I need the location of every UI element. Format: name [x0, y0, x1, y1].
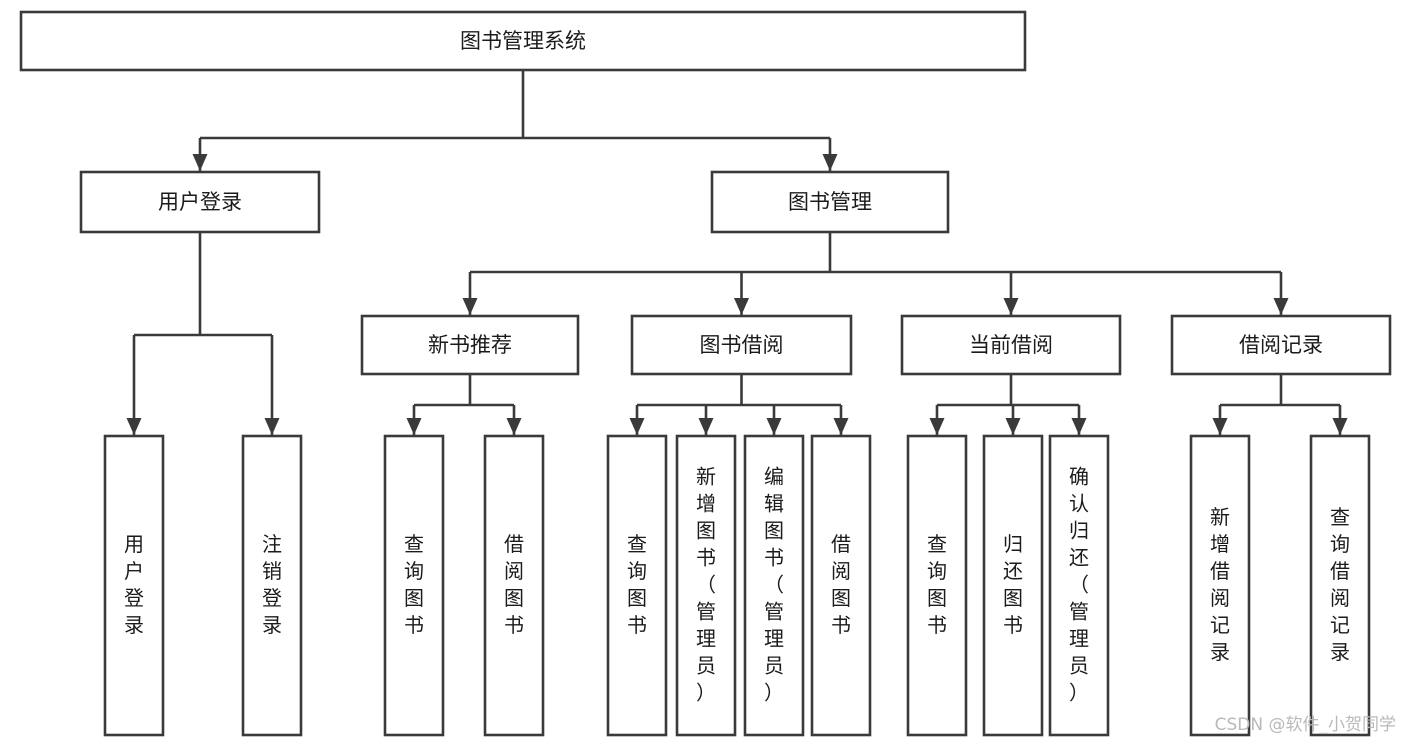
node-box-book-manage[interactable] — [710, 170, 950, 234]
node-leaf-confirm-return-admin[interactable]: 确认归还（管理员） — [1048, 434, 1110, 737]
node-label-leaf-confirm-return-admin: 确认归还（管理员） — [1069, 464, 1089, 704]
edge-from-root — [192, 70, 838, 171]
arrow-head-icon — [698, 418, 714, 435]
node-new-book-recommend[interactable]: 新书推荐 — [360, 314, 580, 376]
node-label-leaf-query-book-borrow: 查询图书 — [627, 532, 647, 637]
arrow-head-icon — [734, 298, 749, 315]
node-label-new-book-recommend: 新书推荐 — [428, 333, 512, 357]
node-leaf-edit-book-admin[interactable]: 编辑图书（管理员） — [743, 434, 805, 737]
node-label-borrow-record: 借阅记录 — [1239, 333, 1323, 357]
arrow-head-icon — [1071, 418, 1087, 435]
node-root[interactable]: 图书管理系统 — [19, 10, 1027, 72]
arrow-head-icon — [833, 418, 849, 435]
node-label-leaf-add-borrow-record: 新增借阅记录 — [1210, 505, 1230, 664]
node-leaf-query-book-rec[interactable]: 查询图书 — [383, 434, 445, 737]
node-box-leaf-confirm-return-admin[interactable] — [1048, 434, 1110, 737]
node-box-root[interactable] — [19, 10, 1027, 72]
arrow-head-icon — [1005, 418, 1021, 435]
node-label-leaf-user-login: 用户登录 — [124, 532, 144, 637]
node-label-leaf-query-book-rec: 查询图书 — [404, 532, 424, 637]
arrow-head-icon — [929, 418, 945, 435]
node-box-borrow-record[interactable] — [1170, 314, 1392, 376]
node-box-leaf-query-borrow-record[interactable] — [1309, 434, 1371, 737]
node-box-leaf-add-book-admin[interactable] — [675, 434, 737, 737]
node-box-leaf-add-borrow-record[interactable] — [1189, 434, 1251, 737]
node-leaf-add-book-admin[interactable]: 新增图书（管理员） — [675, 434, 737, 737]
arrow-head-icon — [822, 154, 838, 171]
edge-from-new-book-recommend — [406, 374, 522, 435]
arrow-head-icon — [1212, 418, 1228, 435]
node-box-new-book-recommend[interactable] — [360, 314, 580, 376]
node-book-borrow[interactable]: 图书借阅 — [630, 314, 853, 376]
node-box-leaf-query-book-borrow[interactable] — [606, 434, 668, 737]
node-label-leaf-edit-book-admin: 编辑图书（管理员） — [764, 464, 784, 704]
arrow-head-icon — [1332, 418, 1348, 435]
node-label-leaf-return-book: 归还图书 — [1003, 532, 1023, 637]
arrow-head-icon — [192, 154, 208, 171]
node-leaf-add-borrow-record[interactable]: 新增借阅记录 — [1189, 434, 1251, 737]
node-box-current-borrow[interactable] — [900, 314, 1122, 376]
node-user-login[interactable]: 用户登录 — [79, 170, 321, 234]
edge-from-current-borrow — [929, 374, 1087, 435]
node-leaf-query-book-borrow[interactable]: 查询图书 — [606, 434, 668, 737]
node-label-current-borrow: 当前借阅 — [969, 333, 1053, 357]
node-leaf-return-book[interactable]: 归还图书 — [982, 434, 1044, 737]
node-label-root: 图书管理系统 — [460, 29, 586, 53]
node-layer: 图书管理系统用户登录图书管理新书推荐图书借阅当前借阅借阅记录用户登录注销登录查询… — [19, 10, 1392, 737]
edge-from-user-login — [126, 232, 280, 435]
arrow-head-icon — [629, 418, 645, 435]
edge-from-borrow-record — [1212, 374, 1348, 435]
node-box-leaf-return-book[interactable] — [982, 434, 1044, 737]
node-leaf-query-borrow-record[interactable]: 查询借阅记录 — [1309, 434, 1371, 737]
node-book-manage[interactable]: 图书管理 — [710, 170, 950, 234]
arrow-head-icon — [1273, 298, 1289, 315]
node-box-leaf-user-login[interactable] — [103, 434, 165, 737]
node-leaf-query-book-cur[interactable]: 查询图书 — [906, 434, 968, 737]
arrow-head-icon — [1003, 298, 1019, 315]
node-label-user-login: 用户登录 — [158, 190, 242, 214]
node-label-leaf-borrow-book: 借阅图书 — [831, 532, 851, 637]
node-box-leaf-edit-book-admin[interactable] — [743, 434, 805, 737]
arrow-head-icon — [406, 418, 422, 435]
node-leaf-logout[interactable]: 注销登录 — [241, 434, 303, 737]
node-box-user-login[interactable] — [79, 170, 321, 234]
arrow-head-icon — [126, 418, 142, 435]
node-label-leaf-add-book-admin: 新增图书（管理员） — [696, 464, 716, 704]
node-borrow-record[interactable]: 借阅记录 — [1170, 314, 1392, 376]
node-label-book-manage: 图书管理 — [788, 190, 872, 214]
edge-from-book-borrow — [629, 374, 849, 435]
node-box-leaf-borrow-book[interactable] — [810, 434, 872, 737]
node-box-book-borrow[interactable] — [630, 314, 853, 376]
node-label-leaf-borrow-book-rec: 借阅图书 — [504, 532, 524, 637]
node-label-leaf-query-borrow-record: 查询借阅记录 — [1330, 505, 1350, 664]
node-box-leaf-borrow-book-rec[interactable] — [483, 434, 545, 737]
node-leaf-borrow-book-rec[interactable]: 借阅图书 — [483, 434, 545, 737]
arrow-head-icon — [506, 418, 522, 435]
node-box-leaf-query-book-cur[interactable] — [906, 434, 968, 737]
node-leaf-borrow-book[interactable]: 借阅图书 — [810, 434, 872, 737]
connector-layer — [126, 70, 1348, 435]
csdn-watermark: CSDN @软件_小贺同学 — [1215, 715, 1396, 735]
node-leaf-user-login[interactable]: 用户登录 — [103, 434, 165, 737]
node-current-borrow[interactable]: 当前借阅 — [900, 314, 1122, 376]
arrow-head-icon — [264, 418, 280, 435]
node-box-leaf-query-book-rec[interactable] — [383, 434, 445, 737]
arrow-head-icon — [766, 418, 782, 435]
node-label-book-borrow: 图书借阅 — [700, 333, 784, 357]
node-label-leaf-logout: 注销登录 — [262, 532, 282, 637]
arrow-head-icon — [462, 298, 478, 315]
node-box-leaf-logout[interactable] — [241, 434, 303, 737]
edge-from-book-manage — [462, 232, 1289, 315]
node-label-leaf-query-book-cur: 查询图书 — [927, 532, 947, 637]
